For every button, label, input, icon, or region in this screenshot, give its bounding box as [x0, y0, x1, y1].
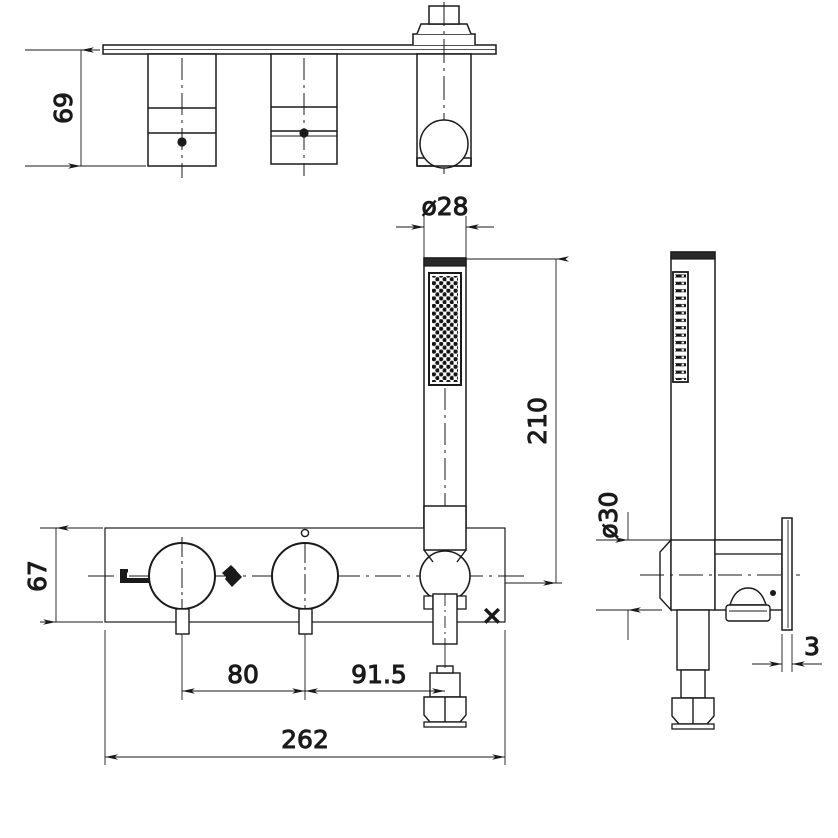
dimension-length-210: 210: [466, 256, 569, 586]
front-view-diverter-knob: [148, 537, 216, 635]
side-view-handset-cap: [670, 251, 716, 260]
top-view: 69: [25, 2, 497, 178]
top-view-wall-plate: [102, 44, 497, 55]
dimension-label-91-5: 91.5: [351, 660, 407, 689]
dimension-overall-262: 262: [104, 630, 506, 765]
dimension-label-69: 69: [49, 92, 78, 124]
front-view-temperature-knob: [271, 528, 339, 635]
handset-spray-face: [428, 272, 462, 386]
front-view-handset-holder: [419, 505, 471, 645]
handset-top-cap: [423, 257, 467, 267]
dimension-label-262: 262: [281, 725, 329, 754]
top-view-knob-body-middle: [270, 53, 338, 176]
dimension-height-67: 67: [23, 525, 103, 625]
dimension-depth-69: 69: [25, 47, 146, 169]
dimension-label-diameter-28: ø28: [421, 192, 468, 221]
cross-mark-icon: ✕: [482, 602, 503, 631]
dimension-diameter-28: ø28: [396, 192, 494, 258]
shower-head-symbol-icon: [222, 565, 242, 587]
dimension-thickness-3: 3: [752, 632, 822, 672]
dimension-label-diameter-30: ø30: [594, 491, 623, 538]
front-view: ✕ 67 80 91.5 262: [23, 505, 530, 765]
handset-front-view: ø28 210: [396, 192, 569, 586]
dimension-label-80: 80: [227, 660, 259, 689]
side-view-hose-outlet: [671, 609, 715, 730]
dimension-label-67: 67: [23, 560, 52, 592]
dimension-diameter-30: ø30: [594, 491, 672, 640]
dimension-label-3: 3: [804, 632, 820, 661]
dimension-label-210: 210: [523, 397, 552, 445]
position-indicator-dot-icon: [300, 528, 310, 538]
side-view: ø30 3: [594, 251, 822, 730]
side-view-spray-face: [672, 271, 689, 383]
top-view-knob-body-left: [147, 53, 217, 178]
side-view-wall-plate: [781, 517, 793, 631]
bath-spout-symbol-icon: [120, 569, 149, 583]
top-view-handset-holder: [412, 2, 476, 178]
front-view-hose-outlet: [423, 665, 467, 728]
side-view-holder-body: [640, 538, 800, 622]
dimension-chain-80-91-5: 80 91.5: [181, 634, 446, 700]
